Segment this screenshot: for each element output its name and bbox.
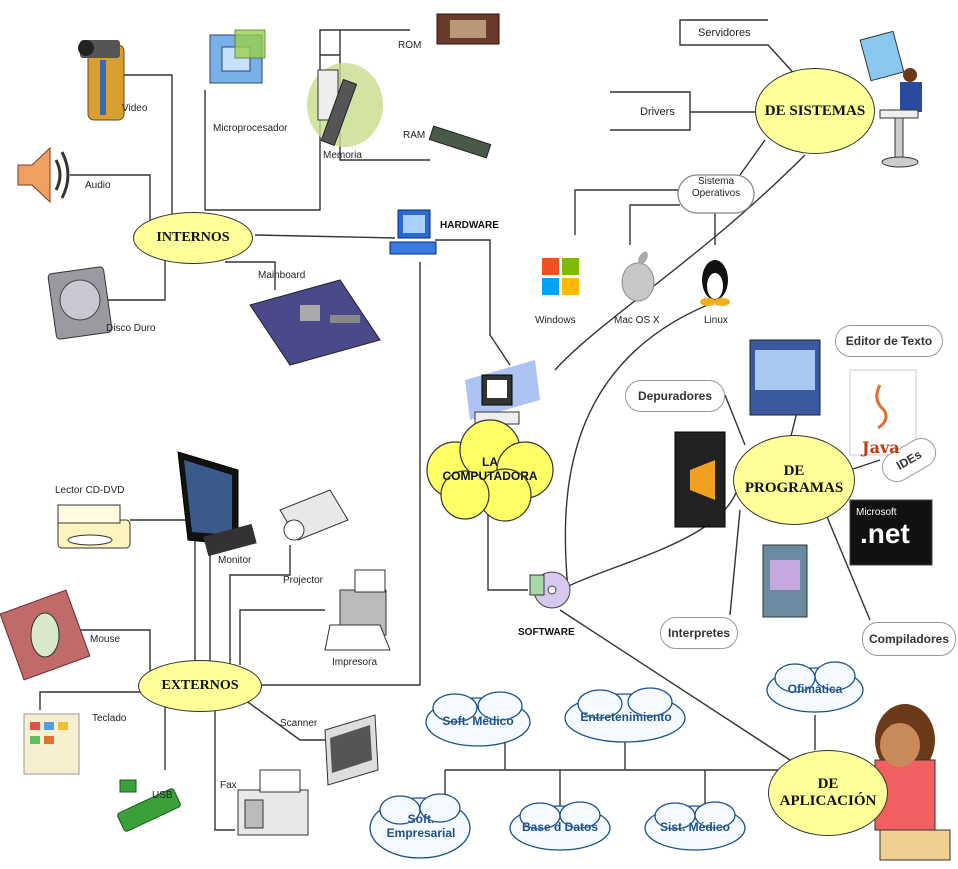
usb-icon [117, 779, 181, 832]
label-mainboard: Mainboard [258, 270, 306, 281]
center-computer-icon [465, 360, 540, 425]
label-usb: USB [152, 790, 173, 801]
microsoft-label: Microsoft [856, 507, 897, 518]
label-microprocesador: Microprocesador [213, 123, 288, 134]
dotnet-label: .net [860, 518, 910, 549]
label-mouse: Mouse [90, 634, 121, 645]
video-camera-icon [78, 40, 125, 121]
label-mac-os-x: Mac OS X [614, 315, 660, 326]
cloud-ofimatica [766, 661, 864, 713]
windows-logo-icon [542, 258, 579, 295]
label-rom: ROM [398, 40, 422, 51]
label-audio: Audio [85, 180, 111, 191]
label-linux: Linux [704, 315, 728, 326]
fax-icon [237, 769, 309, 836]
label-lector-cd-dvd: Lector CD-DVD [55, 485, 125, 496]
java-logo-icon [849, 369, 917, 456]
so-line2: Operativos [691, 188, 741, 199]
label-depuradores: Depuradores [625, 380, 725, 412]
de-aplicacion-node: DE APLICACIÓN [768, 750, 888, 836]
dotnet-logo-icon [849, 499, 933, 566]
book-icon [762, 544, 808, 618]
apple-logo-icon [621, 251, 655, 302]
linux-tux-icon [700, 260, 730, 306]
label-ram: RAM [403, 130, 426, 141]
aplicacion-line1: DE [817, 776, 839, 792]
center-line2: COMPUTADORA [442, 469, 538, 483]
center-line1: LA [482, 455, 498, 469]
hardware-computer-icon [389, 209, 437, 255]
cloud-soft-medico [425, 691, 531, 747]
ram-module-icon [428, 125, 492, 159]
hardware-label: HARDWARE [440, 220, 499, 231]
label-disco-duro: Disco Duro [106, 323, 156, 334]
mainboard-icon [249, 279, 381, 366]
printer-icon [324, 569, 391, 651]
projector-icon [279, 489, 349, 541]
speaker-icon [17, 146, 70, 204]
label-soft-medico: Soft. Médico [442, 714, 514, 728]
label-scanner: Scanner [280, 718, 318, 729]
programas-line1: DE [783, 463, 805, 479]
mouse-icon [0, 589, 91, 681]
de-programas-node: DE PROGRAMAS [733, 435, 855, 525]
sistema-operativos-oval [677, 174, 755, 214]
cloud-base-datos [509, 801, 611, 851]
label-interpretes: Interpretes [660, 617, 738, 649]
label-video: Video [122, 103, 148, 114]
cloud-sist-medico [644, 801, 746, 851]
monitor-icon [177, 451, 257, 557]
sistemas-person-icon [859, 30, 922, 168]
label-compiladores: Compiladores [862, 622, 956, 656]
cloud-soft-empresarial [369, 793, 471, 859]
keyboard-icon [23, 713, 80, 775]
so-line1: Sistema [697, 176, 735, 187]
rom-chip-icon [436, 13, 500, 45]
de-sistemas-node: DE SISTEMAS [755, 68, 875, 154]
software-label: SOFTWARE [518, 627, 575, 638]
memory-icon [307, 63, 383, 147]
software-disc-icon [529, 571, 571, 609]
programas-line2: PROGRAMAS [744, 480, 844, 496]
label-editor-de-texto: Editor de Texto [835, 325, 943, 357]
label-teclado: Teclado [92, 713, 127, 724]
label-windows: Windows [535, 315, 576, 326]
cloud-entretenimiento [564, 687, 686, 743]
internos-node: INTERNOS [133, 212, 253, 264]
label-projector: Projector [283, 575, 324, 586]
label-ofimatica: Ofimática [787, 682, 843, 696]
microprocessor-icon [209, 29, 266, 84]
hard-disk-icon [47, 266, 113, 340]
label-servidores: Servidores [698, 27, 751, 39]
label-entretenimiento: Entretenimiento [580, 710, 672, 724]
sistema-operativos-node: Sistema Operativos [678, 176, 754, 200]
label-fax: Fax [220, 780, 237, 791]
visual-studio-box-icon [674, 431, 726, 528]
label-base-datos: Base d Datos [521, 820, 599, 834]
java-label: Java [862, 438, 900, 457]
externos-node: EXTERNOS [138, 660, 262, 712]
label-impresora: Impresora [332, 657, 378, 668]
label-drivers: Drivers [640, 106, 675, 118]
cd-drive-icon [57, 504, 131, 549]
label-sist-medico: Sist. Médico [659, 820, 730, 834]
editor-box-icon [749, 339, 821, 416]
aplicacion-line2: APLICACIÓN [779, 793, 877, 809]
center-cloud [426, 419, 554, 522]
label-soft-empresarial: Soft. Empresarial [386, 812, 456, 840]
label-monitor: Monitor [218, 555, 252, 566]
scanner-icon [324, 714, 379, 786]
center-node: LA COMPUTADORA [440, 455, 540, 483]
label-memoria: Memoria [323, 150, 362, 161]
